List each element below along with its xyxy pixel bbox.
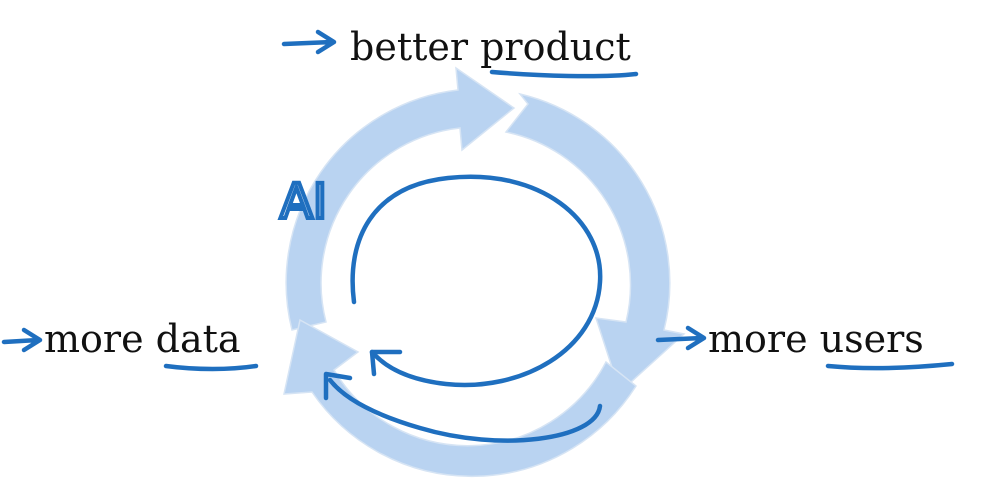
- node-better-product: better product: [281, 25, 639, 79]
- handwritten-ai-note: AI: [280, 174, 327, 230]
- node-label-more-data: more data: [44, 317, 241, 361]
- outer-loop-stroke: [327, 377, 603, 443]
- arrow-to-more-users-icon: [655, 325, 707, 351]
- cycle-ring: [283, 66, 686, 478]
- outer-loop-arrowhead: [323, 371, 353, 401]
- underline-data: [163, 363, 259, 372]
- node-more-users: more users: [655, 317, 955, 371]
- inner-loop-arrowhead: [369, 349, 403, 377]
- underline-product: [489, 69, 639, 79]
- inner-loop-stroke: [350, 174, 603, 388]
- handwritten-inner-loop: [323, 174, 603, 443]
- underline-users: [825, 361, 955, 371]
- arrow-to-more-data-icon: [1, 327, 43, 353]
- arrow-to-better-product-icon: [281, 29, 337, 55]
- node-label-more-users: more users: [708, 317, 924, 361]
- cycle-arrow-to-data: [283, 318, 637, 478]
- node-more-data: more data: [1, 317, 259, 372]
- node-label-better-product: better product: [350, 25, 631, 69]
- cycle-arrow-to-product: [285, 66, 516, 331]
